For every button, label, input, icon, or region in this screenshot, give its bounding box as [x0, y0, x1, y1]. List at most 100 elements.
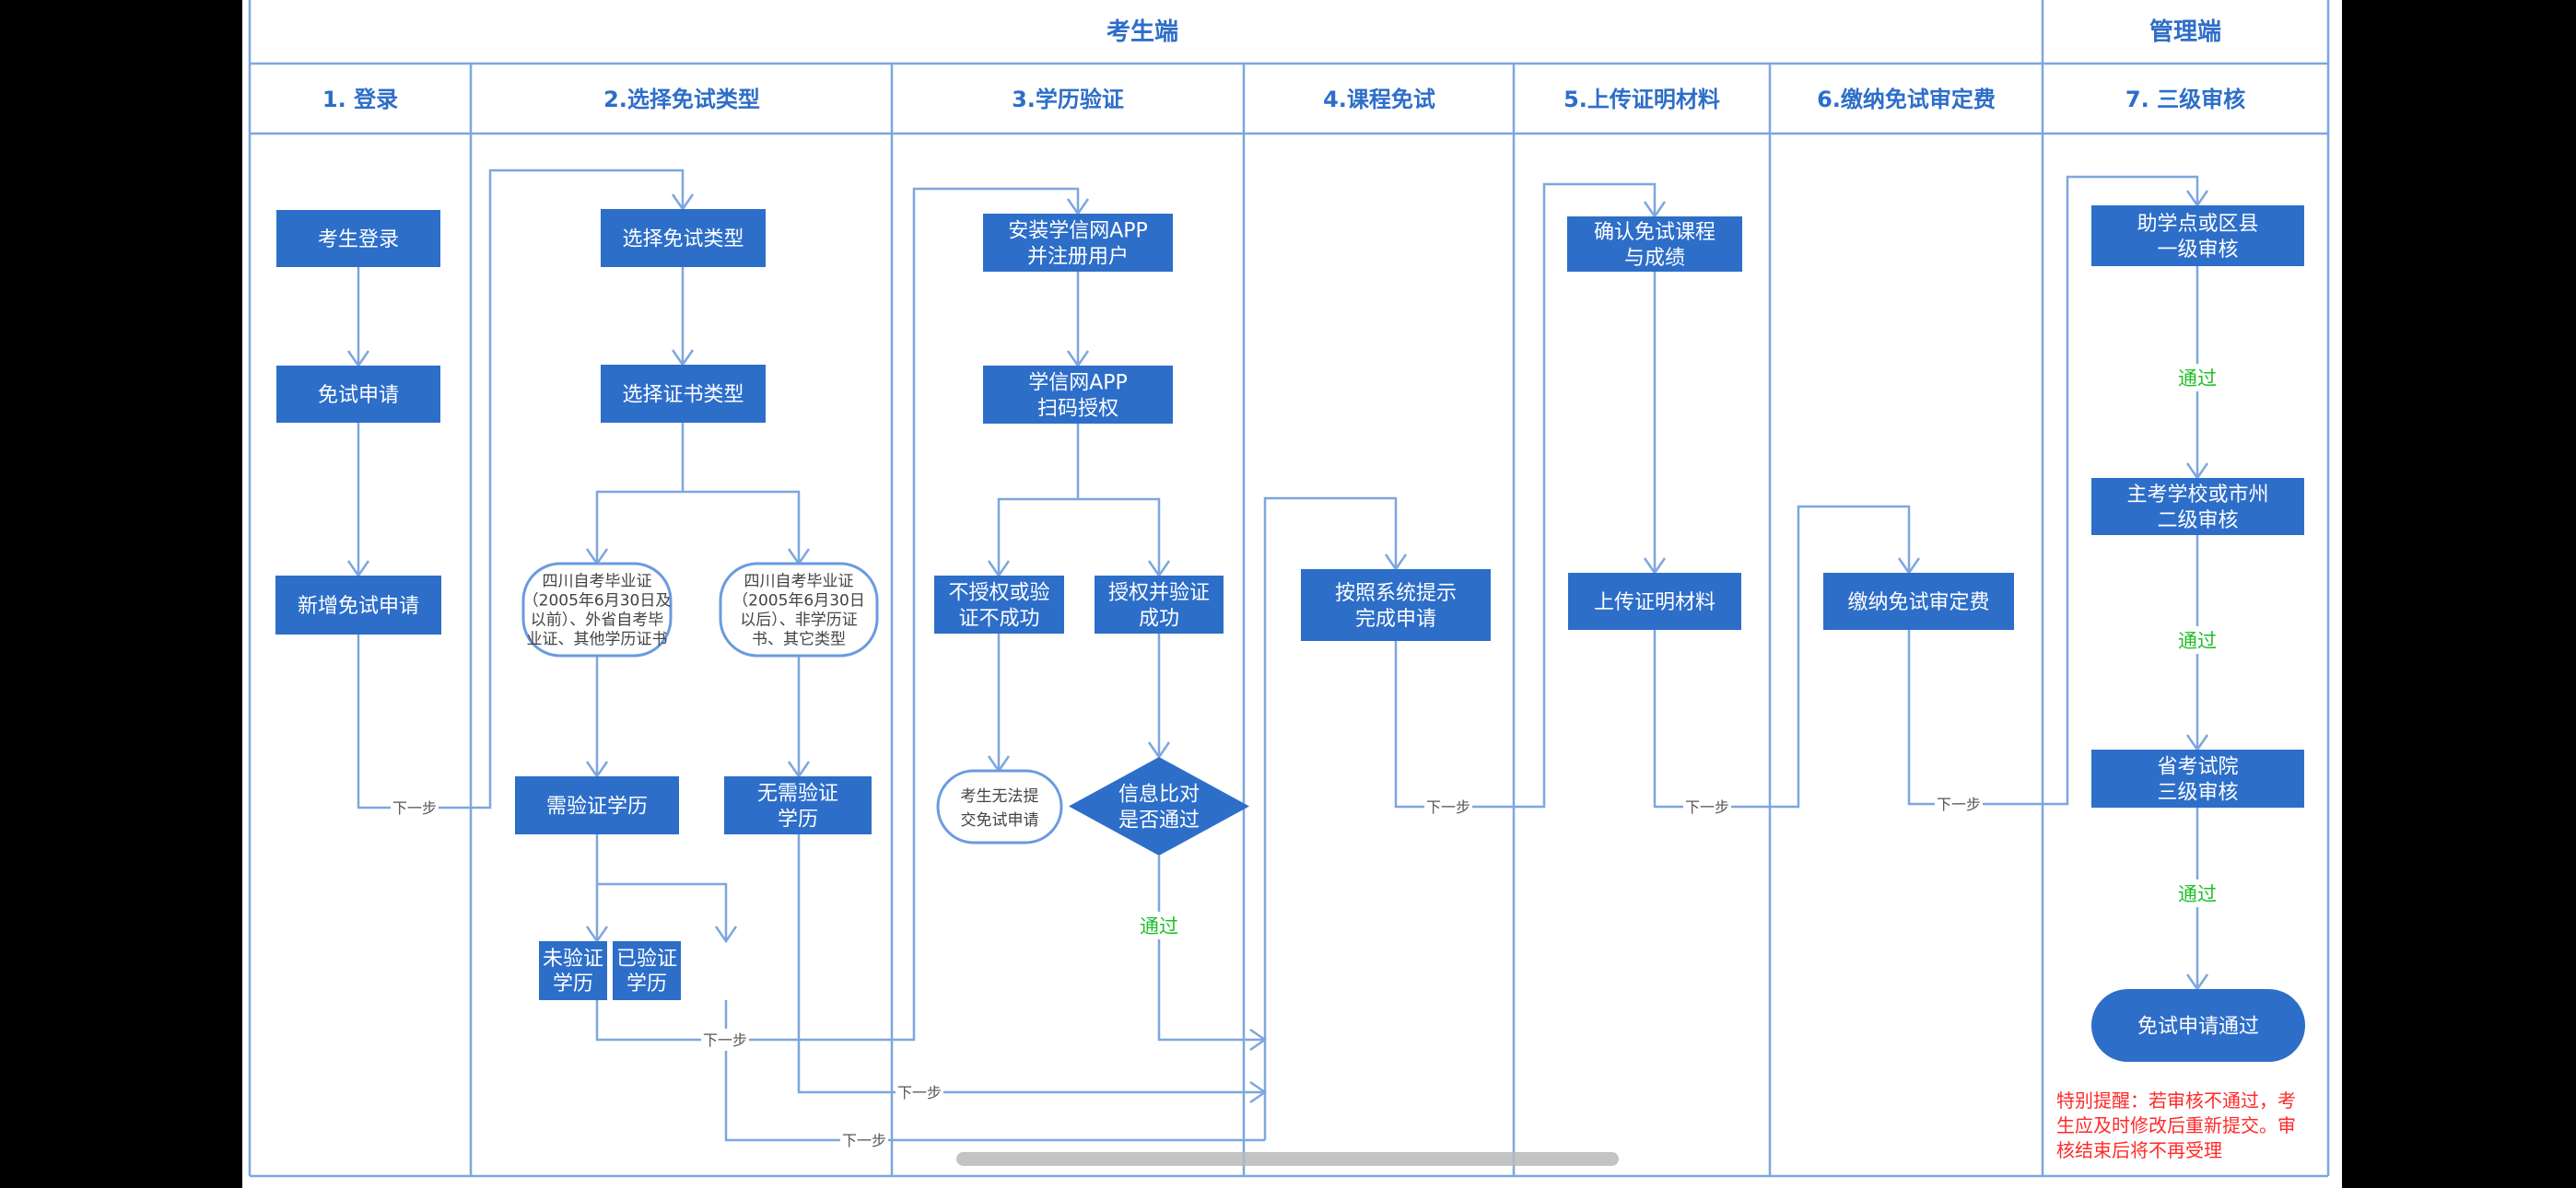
- label-background: [840, 1129, 888, 1151]
- node-label: 以前）、外省自考毕: [531, 611, 664, 630]
- edge-pay-fee-to-review1: [1907, 175, 2199, 806]
- edge-scan-to-auth-fail: [997, 424, 1080, 576]
- process-box: [1567, 216, 1742, 272]
- next-step-label: 下一步: [1937, 796, 1981, 813]
- process-box: [275, 576, 441, 635]
- node-label: 一级审核: [2157, 239, 2238, 262]
- edge-to-complete-apply: [1263, 496, 1398, 1140]
- edge-labels: 下一步下一步下一步下一步下一步下一步下一步通过通过通过通过: [391, 364, 2221, 1151]
- node-label: 业证、其他学历证书: [527, 631, 668, 649]
- terminal-shape: [2091, 989, 2305, 1062]
- process-box: [1301, 569, 1491, 641]
- node-label: 完成申请: [1355, 608, 1436, 631]
- process-box: [724, 776, 872, 834]
- node-label: 主考学校或市州: [2126, 483, 2268, 507]
- process-box: [1568, 573, 1741, 630]
- terminal-shape: [719, 562, 879, 658]
- node-label: 确认免试课程: [1594, 221, 1715, 244]
- edge-need-verify-to-verified: [595, 834, 728, 941]
- next-step-label: 下一步: [1426, 798, 1470, 816]
- edge-complete-apply-to-confirm-course: [1394, 182, 1657, 809]
- node-label: 学历: [626, 973, 667, 996]
- label-background: [391, 797, 439, 819]
- label-background: [2173, 879, 2221, 907]
- node-pay-fee[interactable]: 缴纳免试审定费: [1823, 573, 2014, 630]
- node-label: 学历: [778, 808, 818, 831]
- node-label: 书、其它类型: [752, 631, 846, 649]
- column-header-course-exempt: 4.课程免试: [1323, 87, 1435, 112]
- next-step-label: 下一步: [392, 799, 437, 817]
- edge-new-apply-to-select-type: [357, 169, 685, 809]
- process-box: [1095, 576, 1224, 634]
- pass-label: 通过: [1140, 915, 1178, 938]
- process-box: [613, 941, 681, 1000]
- horizontal-scrollbar[interactable]: [956, 1152, 1619, 1166]
- process-box: [601, 209, 766, 267]
- node-label: 选择免试类型: [622, 227, 744, 250]
- column-header-review: 7. 三级审核: [2125, 87, 2245, 112]
- node-login[interactable]: 考生登录: [276, 210, 440, 267]
- node-label: 考生无法提: [961, 787, 1039, 806]
- label-background: [1683, 796, 1731, 818]
- node-label: 与成绩: [1624, 247, 1685, 270]
- node-label: 助学点或区县: [2137, 213, 2258, 236]
- label-background: [1935, 793, 1983, 815]
- node-label: 考生登录: [318, 228, 399, 251]
- column-header-select-type: 2.选择免试类型: [603, 87, 760, 112]
- node-label: 已验证: [616, 948, 677, 971]
- process-box: [1823, 573, 2014, 630]
- process-box: [934, 576, 1064, 634]
- node-upload[interactable]: 上传证明材料: [1568, 573, 1741, 630]
- process-box: [539, 941, 607, 1000]
- node-approved[interactable]: 免试申请通过: [2091, 989, 2305, 1062]
- node-label: 学历: [553, 973, 593, 996]
- edge-upload-to-pay-fee: [1653, 505, 1911, 809]
- node-select-cert[interactable]: 选择证书类型: [601, 365, 766, 423]
- node-apply[interactable]: 免试申请: [276, 366, 440, 423]
- node-label: 扫码授权: [1037, 397, 1118, 420]
- process-box: [983, 214, 1173, 272]
- next-step-label: 下一步: [897, 1084, 942, 1101]
- flow-nodes: 考生登录免试申请新增免试申请选择免试类型选择证书类型四川自考毕业证（2005年6…: [275, 205, 2305, 1062]
- node-label: 四川自考毕业证: [543, 573, 652, 591]
- edge-unverified-to-install-app: [595, 187, 1080, 1042]
- node-label: （2005年6月30日: [732, 592, 865, 611]
- node-label: （2005年6月30日及: [523, 592, 672, 611]
- swimlane-headers: 考生端 管理端 1. 登录 2.选择免试类型 3.学历验证 4.课程免试 5.上…: [322, 18, 2245, 112]
- node-select-type[interactable]: 选择免试类型: [601, 209, 766, 267]
- node-label: 缴纳免试审定费: [1847, 591, 1989, 614]
- pass-label: 通过: [2178, 367, 2217, 390]
- process-box: [601, 365, 766, 423]
- node-new-apply[interactable]: 新增免试申请: [275, 576, 441, 635]
- node-label: 成功: [1139, 607, 1179, 630]
- process-box: [2091, 750, 2304, 808]
- node-label: 是否通过: [1118, 809, 1200, 832]
- label-background: [896, 1081, 943, 1103]
- edge-no-verify-to-complete-apply: [797, 834, 1265, 1094]
- notice-text-line: 生应及时修改后重新提交。审: [2056, 1114, 2296, 1136]
- node-need-verify[interactable]: 需验证学历: [515, 776, 679, 834]
- process-box: [515, 776, 679, 834]
- node-label: 无需验证: [757, 782, 838, 805]
- node-label: 并注册用户: [1027, 245, 1129, 268]
- pass-label: 通过: [2178, 630, 2217, 652]
- node-label: 以后）、非学历证: [740, 611, 858, 630]
